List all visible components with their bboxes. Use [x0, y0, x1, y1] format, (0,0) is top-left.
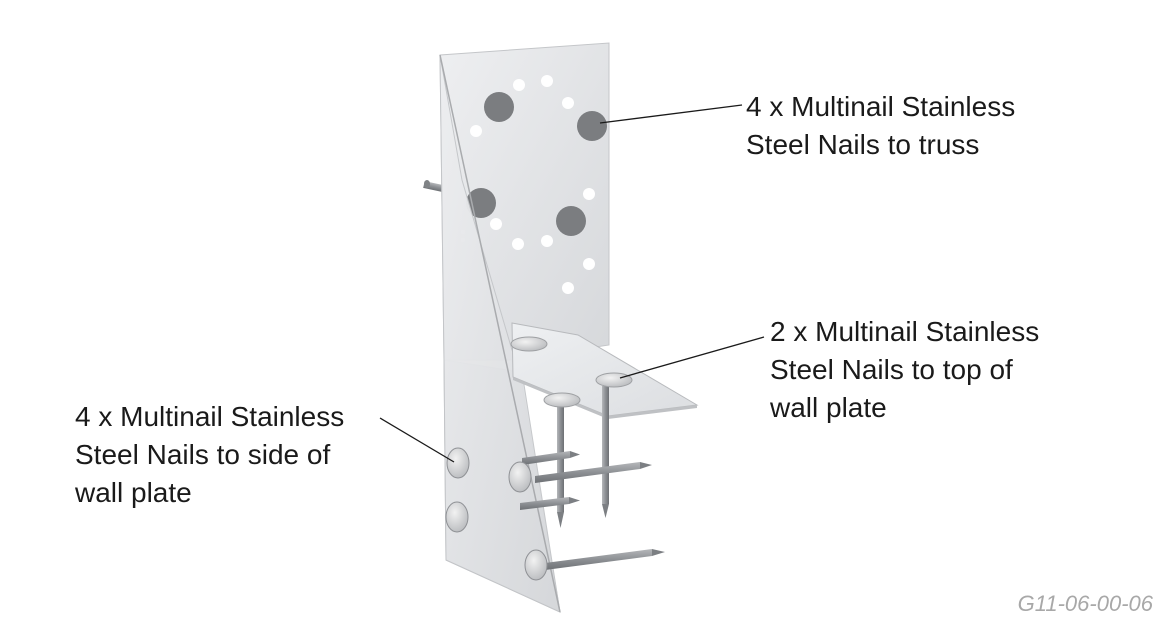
shelf-nail-heads: [510, 336, 633, 408]
callout-truss-line-1: 4 x Multinail Stainless: [746, 91, 1016, 122]
side-nails: [520, 451, 665, 570]
callout-side-line-1: 4 x Multinail Stainless: [75, 401, 345, 432]
callout-top-line-2: Steel Nails to top of: [770, 354, 1013, 385]
callout-side-line-2: Steel Nails to side of: [75, 439, 331, 470]
callout-truss-nails: 4 x Multinail Stainless Steel Nails to t…: [746, 88, 1015, 164]
leader-lines: [379, 104, 765, 463]
callout-side-line-3: wall plate: [75, 477, 192, 508]
callout-top-line-1: 2 x Multinail Stainless: [770, 316, 1040, 347]
drawing-reference-code: G11-06-00-06: [1017, 591, 1153, 616]
side-nail-heads: [445, 447, 548, 581]
truss-holes: [461, 75, 595, 294]
callout-top-line-3: wall plate: [770, 392, 887, 423]
callout-side-wall-plate-nails: 4 x Multinail Stainless Steel Nails to s…: [75, 398, 344, 512]
callout-truss-line-2: Steel Nails to truss: [746, 129, 980, 160]
callout-top-wall-plate-nails: 2 x Multinail Stainless Steel Nails to t…: [770, 313, 1039, 427]
